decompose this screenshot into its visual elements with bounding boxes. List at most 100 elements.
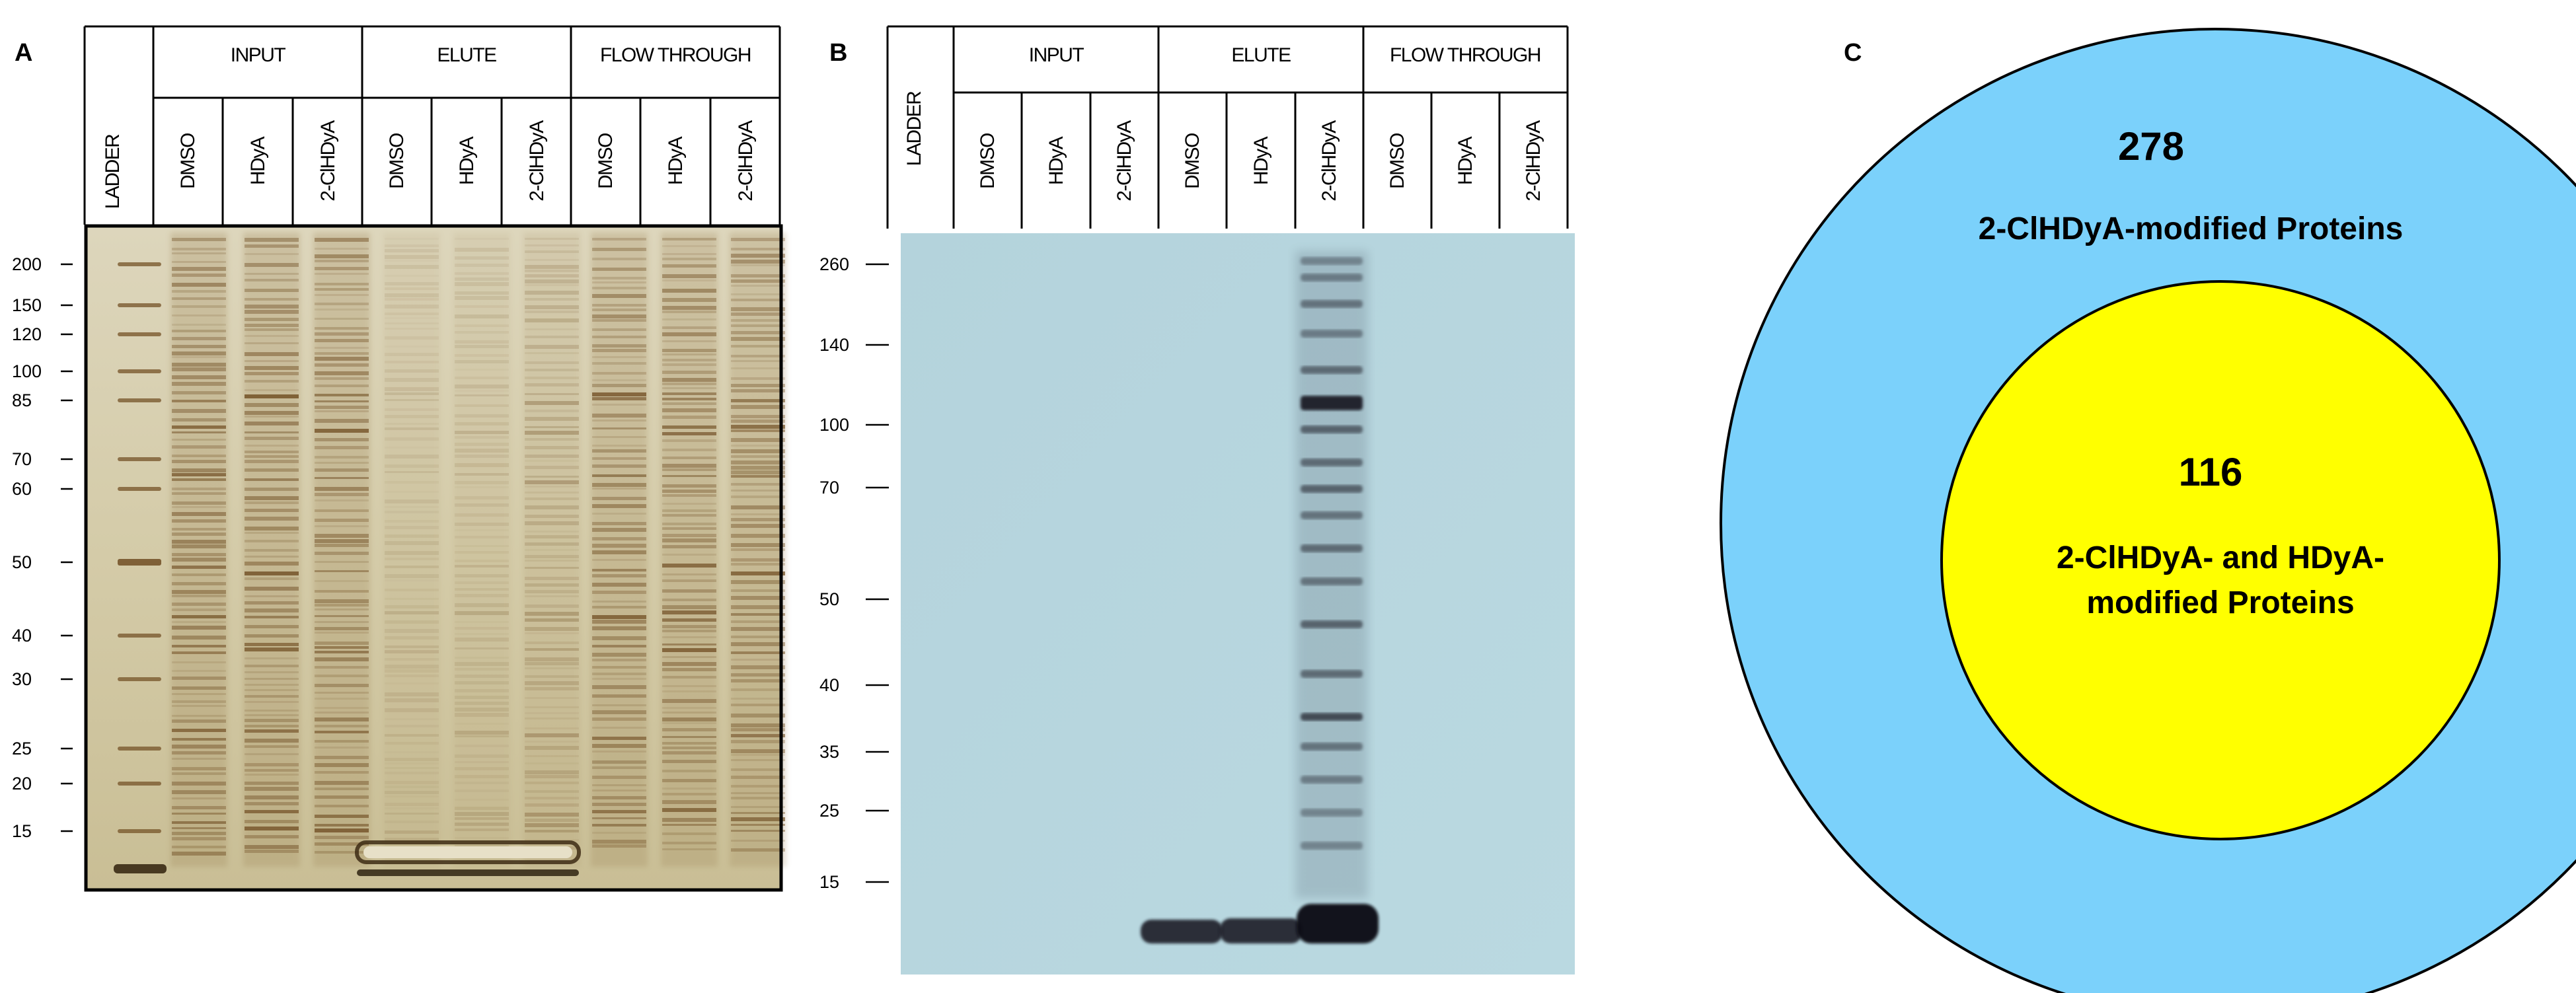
gel-band: [455, 314, 509, 318]
gel-band: [385, 598, 439, 600]
gel-band: [245, 478, 299, 481]
gel-band: [385, 692, 439, 696]
gel-band: [245, 342, 299, 344]
gel-band: [731, 505, 785, 509]
gel-band: [315, 642, 369, 645]
gel-band: [731, 389, 785, 392]
blot-band: [1301, 459, 1363, 466]
gel-band: [592, 550, 646, 554]
gel-band: [172, 345, 226, 348]
gel-band: [525, 712, 579, 714]
gel-band: [172, 670, 226, 672]
gel-band: [385, 566, 439, 568]
gel-lane-smear: [591, 233, 648, 867]
gel-band: [455, 713, 509, 717]
gel-lane-smear: [313, 233, 370, 867]
blot-band-input-hdya: [1220, 918, 1302, 943]
gel-band: [525, 460, 579, 462]
gel-band: [731, 337, 785, 341]
gel-band: [525, 560, 579, 562]
blot-band: [1301, 743, 1363, 751]
gel-band: [731, 797, 785, 799]
gel-band: [245, 289, 299, 292]
gel-band: [245, 562, 299, 566]
gel-band: [662, 289, 716, 293]
gel-band: [315, 410, 369, 412]
gel-band: [662, 353, 716, 355]
gel-band: [731, 543, 785, 547]
gel-band: [662, 662, 716, 666]
gel-band: [245, 729, 299, 733]
gel-band: [592, 445, 646, 447]
gel-band: [385, 781, 439, 784]
gel-band: [245, 403, 299, 407]
gel-band: [385, 526, 439, 529]
gel-band: [525, 819, 579, 822]
gel-band: [662, 618, 716, 622]
panel-a-marker-label: 40: [12, 626, 32, 645]
gel-band: [315, 429, 369, 433]
gel-band: [525, 531, 579, 533]
gel-band: [731, 723, 785, 727]
gel-band: [455, 574, 509, 577]
gel-band: [662, 245, 716, 247]
gel-band: [455, 390, 509, 392]
gel-band: [315, 646, 369, 649]
gel-band: [315, 851, 369, 854]
gel-band: [172, 603, 226, 606]
gel-band: [172, 445, 226, 449]
gel-band: [731, 415, 785, 418]
gel-band: [245, 587, 299, 591]
ladder-dye-front: [114, 864, 167, 873]
gel-band: [385, 287, 439, 290]
gel-lane-smear: [170, 233, 227, 867]
gel-band: [592, 427, 646, 429]
gel-band: [385, 499, 439, 503]
gel-band: [385, 772, 439, 774]
gel-band: [245, 601, 299, 605]
panel-a-lane-label: HDyA: [456, 136, 478, 185]
gel-band: [245, 372, 299, 375]
gel-band: [315, 260, 369, 262]
gel-band: [172, 351, 226, 355]
gel-band: [592, 666, 646, 669]
gel-band: [525, 762, 579, 764]
gel-band: [455, 414, 509, 418]
gel-band: [315, 836, 369, 839]
gel-band: [662, 824, 716, 826]
gel-band: [592, 659, 646, 661]
gel-band: [245, 845, 299, 849]
gel-band: [455, 837, 509, 839]
gel-band: [731, 728, 785, 731]
gel-band: [662, 402, 716, 405]
gel-band: [731, 324, 785, 327]
gel-band: [172, 832, 226, 835]
gel-band: [172, 566, 226, 569]
gel-band: [662, 808, 716, 812]
gel-band: [455, 282, 509, 286]
gel-band: [525, 618, 579, 622]
gel-band: [731, 483, 785, 486]
gel-band: [455, 662, 509, 666]
gel-band: [592, 796, 646, 799]
gel-band: [662, 818, 716, 822]
gel-band: [385, 742, 439, 745]
gel-band: [662, 398, 716, 400]
gel-band: [172, 806, 226, 809]
gel-band: [662, 253, 716, 255]
gel-band: [731, 688, 785, 691]
gel-band: [172, 473, 226, 476]
gel-band: [315, 599, 369, 603]
gel-band: [315, 666, 369, 669]
gel-band: [315, 561, 369, 563]
panel-a-lane-label: 2-ClHDyA: [317, 120, 339, 202]
gel-band: [525, 401, 579, 405]
gel-band: [172, 573, 226, 576]
gel-band: [245, 647, 299, 651]
gel-band: [385, 313, 439, 315]
gel-band: [385, 636, 439, 640]
gel-band: [731, 238, 785, 241]
gel-band: [592, 744, 646, 748]
gel-band: [385, 629, 439, 633]
gel-band: [172, 488, 226, 490]
